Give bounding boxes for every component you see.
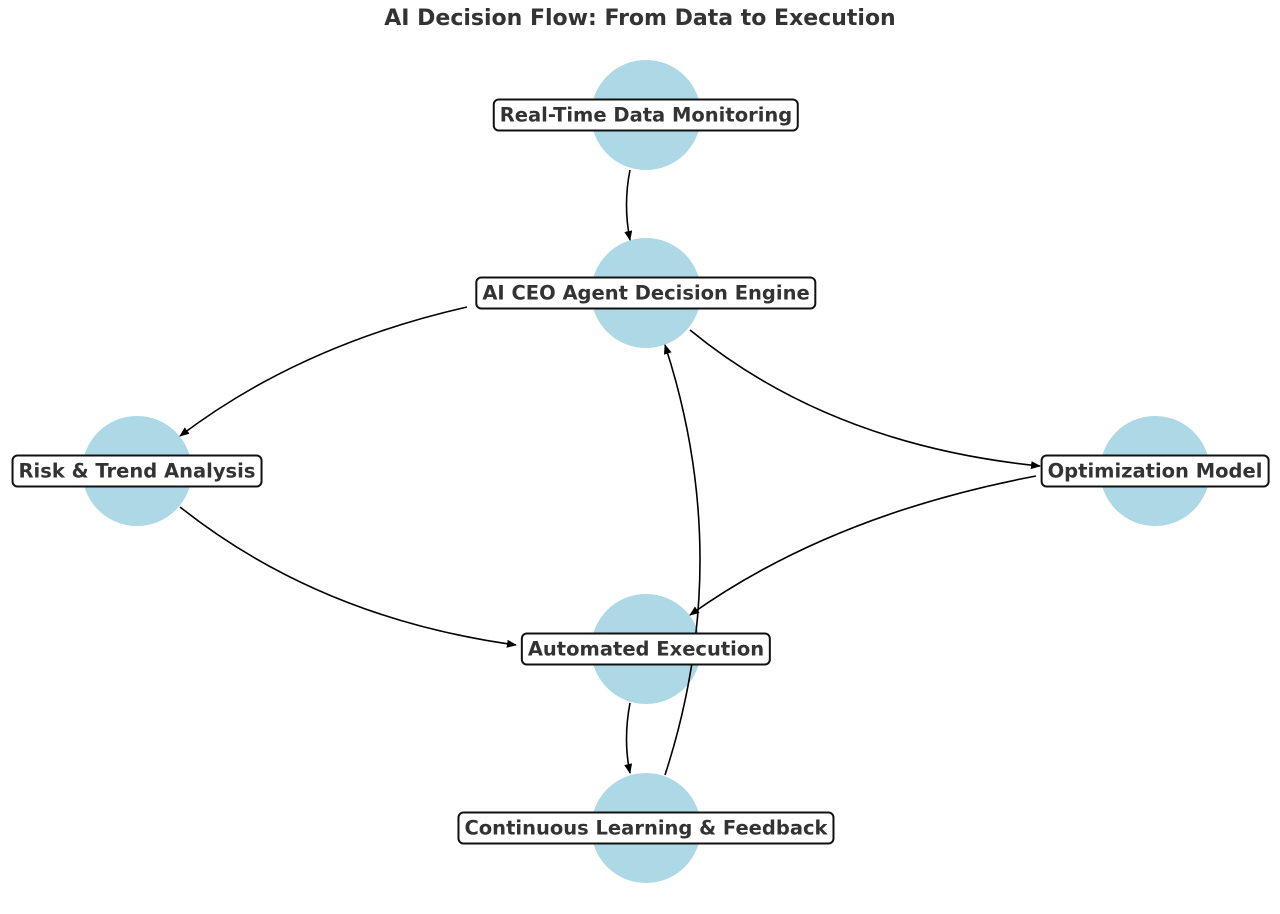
edge-cont-to-ceo xyxy=(663,344,701,776)
node-opt-label: Optimization Model xyxy=(1040,454,1270,488)
diagram-title: AI Decision Flow: From Data to Execution xyxy=(384,6,896,31)
edge-ceo-to-opt xyxy=(689,329,1041,470)
edge-ceo-to-risk xyxy=(179,306,468,437)
node-cont-label: Continuous Learning & Feedback xyxy=(457,811,835,845)
node-ceo-label: AI CEO Agent Decision Engine xyxy=(475,276,817,310)
edge-risk-to-auto xyxy=(179,506,517,648)
node-risk-label: Risk & Trend Analysis xyxy=(11,454,263,488)
node-auto-label: Automated Execution xyxy=(520,632,772,666)
node-rt-label: Real-Time Data Monitoring xyxy=(492,98,800,132)
edge-opt-to-auto xyxy=(689,475,1037,616)
edge-rt-to-ceo xyxy=(624,169,633,241)
edge-auto-to-cont xyxy=(624,702,633,774)
